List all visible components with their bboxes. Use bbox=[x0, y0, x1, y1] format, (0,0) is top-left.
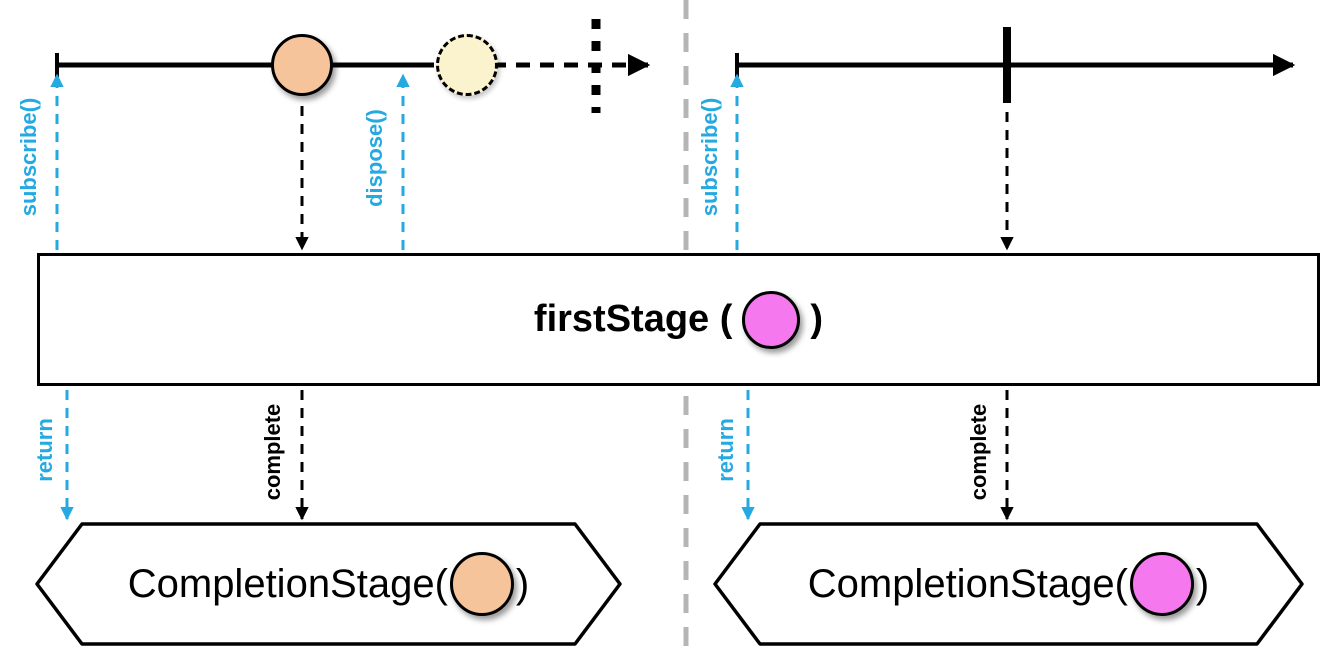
magenta-marble-icon bbox=[742, 290, 801, 349]
return-label-left: return bbox=[32, 418, 57, 482]
first-stage-box: firstStage ( ) bbox=[37, 253, 1320, 386]
dispose-label-left: dispose() bbox=[362, 109, 387, 207]
completion-stage-left-prefix: CompletionStage( bbox=[127, 561, 448, 606]
complete-label-left: complete bbox=[260, 403, 285, 501]
orange-marble-result-icon bbox=[449, 552, 514, 616]
subscribe-label-right: subscribe() bbox=[697, 97, 722, 217]
cream-dashed-marble-item bbox=[436, 34, 498, 96]
completion-stage-left: CompletionStage( ) bbox=[37, 523, 620, 645]
first-stage-label-suffix: ) bbox=[810, 298, 824, 340]
return-label-right: return bbox=[713, 418, 738, 482]
orange-marble-item bbox=[271, 34, 333, 96]
first-stage-label-prefix: firstStage ( bbox=[533, 298, 733, 340]
completion-stage-left-suffix: ) bbox=[515, 561, 530, 606]
complete-label-right: complete bbox=[966, 403, 991, 501]
completion-stage-right-suffix: ) bbox=[1195, 561, 1210, 606]
subscribe-label-left: subscribe() bbox=[16, 97, 41, 217]
completion-stage-right: CompletionStage( ) bbox=[715, 523, 1302, 645]
completion-stage-right-prefix: CompletionStage( bbox=[807, 561, 1128, 606]
magenta-marble-result-icon bbox=[1129, 552, 1194, 616]
